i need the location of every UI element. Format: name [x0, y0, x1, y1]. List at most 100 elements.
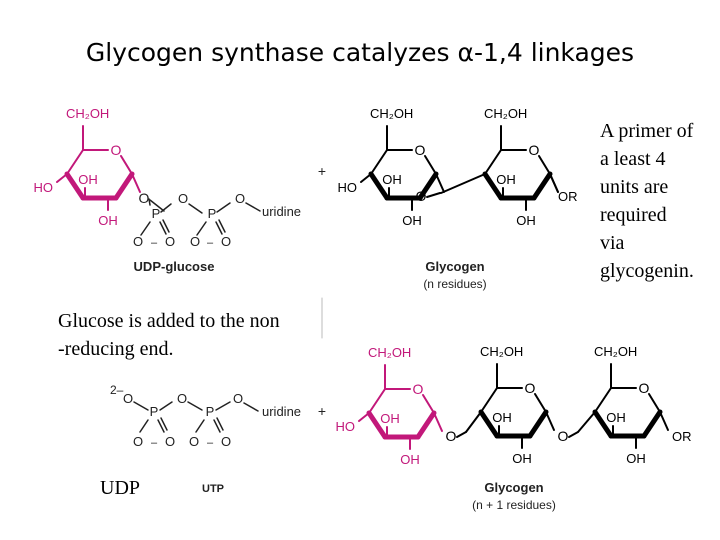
phosphate-oxygen-label: O — [165, 234, 175, 249]
charge-minus-label: – — [207, 437, 214, 449]
p-o-bond — [196, 221, 207, 236]
charge-minus-label: – — [151, 437, 158, 449]
p-o-double-bond — [160, 417, 168, 431]
ring-oxygen-label: O — [525, 380, 536, 396]
ring-bond-bold — [417, 171, 439, 201]
oh-label: OH — [496, 172, 516, 187]
charge-label: 2– — [110, 383, 124, 397]
oh-label: OH — [606, 410, 626, 425]
ho-label: HO — [34, 180, 54, 195]
ring-bond — [534, 393, 547, 413]
phosphate-oxygen-label: O — [165, 434, 175, 449]
udp-label: UDP — [100, 477, 141, 499]
ring-bond-bold — [592, 409, 614, 439]
ho-label: HO — [336, 419, 356, 434]
ring-bond — [538, 155, 551, 175]
ch2oh-label: CH₂OH — [484, 106, 527, 121]
plus-sign: + — [318, 163, 326, 179]
p-o-double-bond — [215, 221, 223, 235]
ch2oh-label: CH₂OH — [594, 344, 637, 359]
phosphorus-label: P — [152, 206, 161, 221]
p-o-double-bond — [218, 219, 226, 233]
n-plus-1-residues-label: (n + 1 residues) — [472, 498, 556, 512]
ring-bond — [480, 387, 498, 413]
glycosidic-bond — [456, 431, 467, 438]
anomeric-bond — [545, 411, 555, 431]
utp-label: UTP — [202, 483, 224, 495]
anomeric-bond — [433, 412, 443, 432]
glycogen-label: Glycogen — [484, 480, 543, 495]
glycosidic-oxygen-label: O — [139, 190, 150, 206]
ring-oxygen-label: O — [639, 380, 650, 396]
ester-bond — [216, 202, 231, 213]
or-label: OR — [672, 429, 692, 444]
primer-note: A primer of a least 4 units are required… — [600, 117, 694, 285]
glycosidic-oxygen-label: O — [446, 428, 457, 444]
ester-bond — [160, 203, 172, 213]
oh-label: OH — [380, 411, 400, 426]
oh-label: OH — [78, 172, 98, 187]
ring-bond — [424, 155, 437, 175]
p-o-double-bond — [162, 219, 170, 233]
ch2oh-label: CH₂OH — [370, 106, 413, 121]
phosphate-oxygen-label: O — [133, 234, 143, 249]
ring-bond-bold — [478, 409, 500, 439]
p-o-double-bond — [216, 417, 224, 431]
ring-bond — [422, 394, 435, 414]
primer-note-line: glycogenin. — [600, 260, 694, 282]
phosphate-oxygen-label: O — [133, 434, 143, 449]
phosphorus-label: P — [208, 206, 217, 221]
primer-note-line: A primer of — [600, 120, 694, 142]
nonreducing-note-line: Glucose is added to the non — [58, 310, 280, 332]
glycosidic-bond — [568, 431, 579, 438]
ester-bond — [215, 401, 231, 411]
ho-bond — [56, 173, 68, 183]
anomeric-bond — [549, 173, 559, 193]
phosphorus-label: P — [206, 404, 215, 419]
ester-bond — [149, 199, 165, 212]
bridge-oxygen-label: O — [177, 391, 187, 406]
ester-bond — [245, 202, 261, 212]
ring-oxygen-label: O — [111, 142, 122, 158]
ring-bond-bold — [366, 410, 388, 440]
ho-label: HO — [338, 180, 358, 195]
ring-bond-bold — [482, 171, 504, 201]
ester-bond — [159, 401, 173, 411]
primer-note-line: units are — [600, 176, 669, 198]
ester-bond — [188, 203, 203, 214]
uridine-label: uridine — [262, 404, 301, 419]
ring-bond — [368, 388, 386, 414]
phosphate-oxygen-label: O — [190, 234, 200, 249]
ring-bond-bold — [368, 171, 390, 201]
phosphate-oxygen-label: O — [123, 391, 133, 406]
ch2oh-label: CH₂OH — [480, 344, 523, 359]
primer-note-line: via — [600, 232, 625, 254]
p-o-double-bond — [213, 419, 221, 433]
ring-bond-bold — [415, 410, 437, 440]
ring-bond-bold — [64, 171, 86, 201]
n-residues-label: (n residues) — [423, 277, 486, 291]
ring-bond — [648, 393, 661, 413]
ring-bond-bold — [113, 171, 135, 201]
oh-label: OH — [512, 451, 532, 466]
primer-note-line: required — [600, 204, 667, 226]
phosphate-oxygen-label: O — [189, 434, 199, 449]
charge-minus-label: – — [207, 237, 214, 249]
ring-bond-bold — [641, 409, 663, 439]
ch2oh-label: CH₂OH — [66, 106, 109, 121]
slide-title: Glycogen synthase catalyzes α-1,4 linkag… — [85, 38, 635, 67]
glycosidic-bond — [577, 411, 596, 433]
glycosidic-bond — [440, 173, 486, 194]
glycosidic-bond — [426, 192, 441, 198]
glycogen-label: Glycogen — [425, 259, 484, 274]
ch2oh-label: CH₂OH — [368, 345, 411, 360]
charge-minus-label: – — [151, 237, 158, 249]
bridge-oxygen-label: O — [178, 191, 188, 206]
phosphorus-label: P — [150, 404, 159, 419]
oh-label: OH — [382, 172, 402, 187]
ring-bond — [594, 387, 612, 413]
ring-bond — [370, 149, 388, 175]
ring-oxygen-label: O — [415, 142, 426, 158]
ring-oxygen-label: O — [413, 381, 424, 397]
ring-bond — [484, 149, 502, 175]
